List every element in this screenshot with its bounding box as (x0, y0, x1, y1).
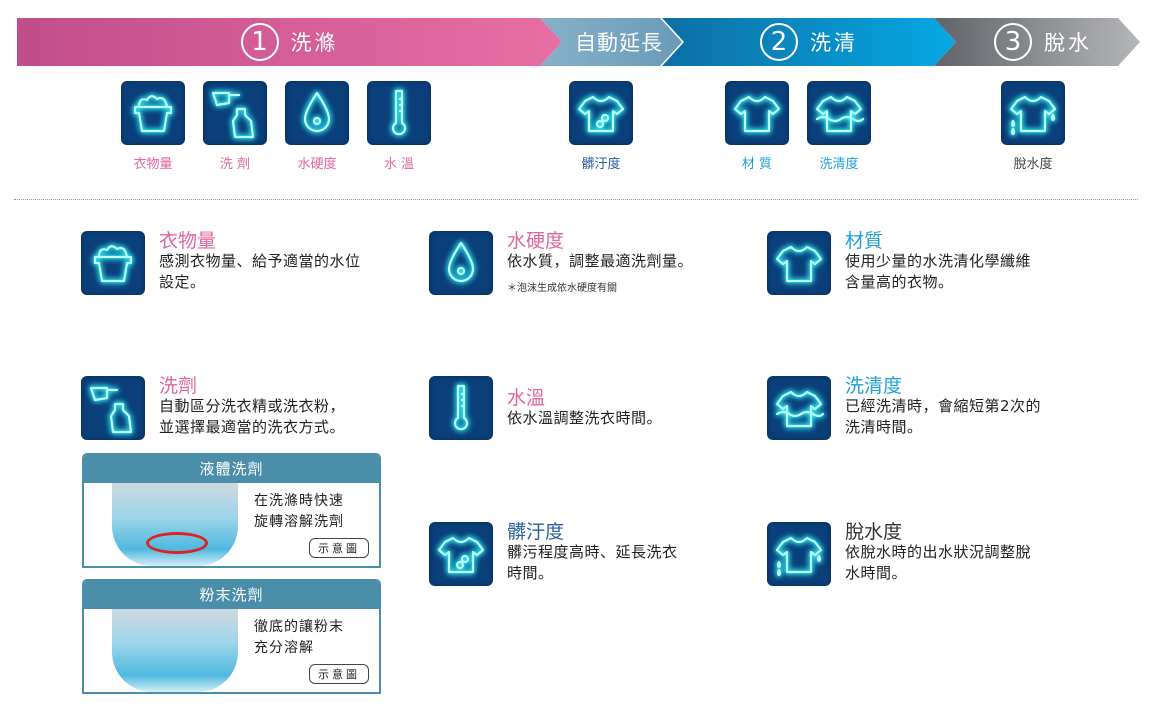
step-label: 洗清 (810, 31, 858, 55)
step-number: 1 (240, 23, 279, 61)
thermometer-icon (429, 376, 493, 440)
description-line: 時間。 (507, 564, 554, 582)
description-line: 感測衣物量、給予適當的水位 (159, 252, 361, 270)
illustration-tag: 示意圖 (309, 664, 369, 684)
top-icon-label: 洗清度 (819, 157, 859, 172)
top-icon-label: 材 質 (741, 157, 773, 172)
description-line: 並選擇最適當的洗衣方式。 (159, 418, 346, 436)
panel-text-line: 徹底的讓粉末 (254, 619, 344, 635)
step-number: 3 (994, 23, 1032, 61)
detergent-type-panel: 液體洗劑 在洗滌時快速旋轉溶解洗劑 示意圖 (82, 453, 381, 568)
top-icon-label: 脫水度 (1013, 157, 1053, 172)
feature-title: 水硬度 (507, 230, 565, 252)
stained-shirt-icon (569, 81, 633, 145)
description-line: 使用少量的水洗清化學纖維 (845, 252, 1032, 270)
feature-description: 已經洗清時，會縮短第2次的洗清時間。 (845, 396, 1041, 438)
thermometer-icon (367, 81, 431, 145)
stained-shirt-icon (429, 522, 493, 586)
panel-title: 粉末洗劑 (84, 581, 379, 609)
feature-title: 衣物量 (159, 230, 217, 252)
description-line: 設定。 (159, 273, 206, 291)
panel-text-line: 旋轉溶解洗劑 (254, 514, 344, 530)
feature-description: 使用少量的水洗清化學纖維含量高的衣物。 (845, 251, 1031, 293)
step-label: 脫水 (1044, 31, 1092, 55)
top-icon-label: 洗 劑 (219, 157, 251, 172)
spin-shirt-icon (1001, 81, 1065, 145)
description-line: 依水溫調整洗衣時間。 (507, 409, 663, 427)
description-line: 髒污程度高時、延長洗衣 (507, 543, 678, 561)
spin-shirt-icon (767, 522, 831, 586)
feature-title: 髒汙度 (507, 521, 565, 543)
top-icon-label: 衣物量 (133, 157, 173, 172)
description-line: 水時間。 (845, 564, 908, 582)
top-icon-label: 水 溫 (383, 157, 415, 172)
feature-title: 洗劑 (159, 375, 198, 397)
description-line: 洗清時間。 (845, 418, 923, 436)
feature-description: 依脫水時的出水狀況調整脫水時間。 (845, 542, 1031, 584)
description-line: 依水質，調整最適洗劑量。 (507, 252, 694, 270)
feature-description: 依水質，調整最適洗劑量。 (507, 251, 693, 272)
shirt-icon (725, 81, 789, 145)
step-wash-banner: 1 洗滌 (17, 18, 562, 66)
drum-illustration (112, 609, 238, 692)
divider (14, 199, 1138, 200)
top-icon-label: 水硬度 (297, 157, 337, 172)
detergent-icon (203, 81, 267, 145)
drum-illustration (112, 483, 238, 566)
basket-icon (121, 81, 185, 145)
rotation-arrow-icon (146, 532, 208, 554)
feature-description: 依水溫調整洗衣時間。 (507, 408, 662, 429)
panel-title: 液體洗劑 (84, 455, 379, 483)
step-label: 自動延長 (575, 31, 663, 55)
panel-text: 徹底的讓粉末充分溶解 (254, 617, 344, 659)
step-auto-extend-banner: 自動延長 (540, 18, 682, 66)
detergent-icon (81, 376, 145, 440)
step-label: 洗滌 (290, 31, 339, 55)
feature-title: 材質 (845, 230, 884, 252)
panel-text-line: 充分溶解 (254, 640, 314, 656)
rinse-shirt-icon (807, 81, 871, 145)
feature-description: 感測衣物量、給予適當的水位設定。 (159, 251, 361, 293)
feature-description: 自動區分洗衣精或洗衣粉， 並選擇最適當的洗衣方式。 (159, 396, 345, 438)
feature-title: 水溫 (507, 387, 546, 409)
feature-description: 髒污程度高時、延長洗衣時間。 (507, 542, 678, 584)
feature-note: ＊泡沫生成依水硬度有關 (507, 283, 617, 294)
step-number: 2 (760, 23, 798, 61)
step-spin-banner: 3 脫水 (934, 18, 1140, 66)
description-line: 已經洗清時，會縮短第2次的 (845, 397, 1042, 415)
description-line: 依脫水時的出水狀況調整脫 (845, 543, 1032, 561)
step-rinse-banner: 2 洗清 (662, 18, 956, 66)
description-line: 自動區分洗衣精或洗衣粉， (159, 397, 346, 415)
water-drop-icon (429, 231, 493, 295)
water-drop-icon (285, 81, 349, 145)
feature-title: 脫水度 (845, 521, 903, 543)
rinse-shirt-icon (767, 376, 831, 440)
description-line: 含量高的衣物。 (845, 273, 954, 291)
panel-text-line: 在洗滌時快速 (254, 493, 344, 509)
shirt-icon (767, 231, 831, 295)
feature-title: 洗清度 (845, 375, 903, 397)
detergent-type-panel: 粉末洗劑 徹底的讓粉末充分溶解 示意圖 (82, 579, 381, 694)
panel-text: 在洗滌時快速旋轉溶解洗劑 (254, 491, 344, 533)
top-icon-label: 髒汙度 (581, 157, 621, 172)
illustration-tag: 示意圖 (309, 538, 369, 558)
basket-icon (81, 231, 145, 295)
